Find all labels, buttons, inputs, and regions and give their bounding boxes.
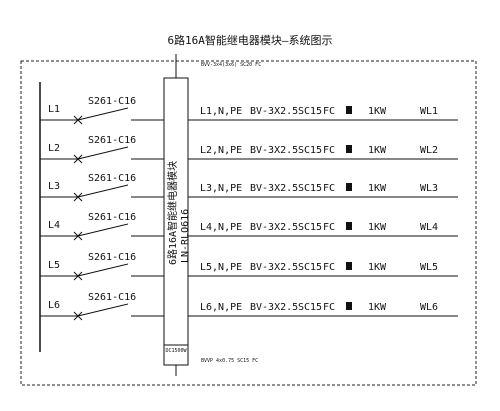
- conductor-label: L4,N,PE: [200, 222, 242, 233]
- breaker-blade: [77, 263, 129, 277]
- laying-label: FC: [323, 106, 335, 117]
- breaker-label: S261-C16: [88, 292, 136, 303]
- conductor-label: L1,N,PE: [200, 106, 242, 117]
- incoming-feeder-label: BVV-3x4(3x6) SC20 FC: [201, 62, 261, 68]
- lamp-symbol: [346, 183, 352, 191]
- power-label: 1KW: [368, 302, 387, 313]
- line-label: L1: [48, 104, 60, 115]
- laying-label: FC: [323, 145, 335, 156]
- power-label: 1KW: [368, 145, 387, 156]
- conductor-label: L3,N,PE: [200, 183, 242, 194]
- line-label: L3: [48, 181, 60, 192]
- conduit-label: SC15: [298, 106, 322, 117]
- breaker-blade: [77, 184, 129, 198]
- cable-label: BV-3X2.5: [250, 262, 298, 273]
- bottom-cable-label: BVVP 4x0.75 SC15 FC: [201, 358, 258, 364]
- laying-label: FC: [323, 222, 335, 233]
- breaker-label: S261-C16: [88, 173, 136, 184]
- breaker-blade: [77, 146, 129, 160]
- relay-module-footer: DC1500W: [165, 348, 187, 354]
- cable-label: BV-3X2.5: [250, 106, 298, 117]
- cable-label: BV-3X2.5: [250, 302, 298, 313]
- laying-label: FC: [323, 302, 335, 313]
- cable-label: BV-3X2.5: [250, 145, 298, 156]
- breaker-blade: [77, 303, 129, 317]
- relay-module-model: LN-RLO616: [180, 209, 191, 263]
- line-label: L6: [48, 300, 60, 311]
- diagram-title: 6路16A智能继电器模块—系统图示: [167, 33, 332, 47]
- cable-label: BV-3X2.5: [250, 183, 298, 194]
- conduit-label: SC15: [298, 145, 322, 156]
- conduit-label: SC15: [298, 222, 322, 233]
- lamp-symbol: [346, 106, 352, 114]
- lamp-symbol: [346, 145, 352, 153]
- breaker-label: S261-C16: [88, 96, 136, 107]
- power-label: 1KW: [368, 106, 387, 117]
- breaker-blade: [77, 107, 129, 121]
- circuit-label: WL4: [420, 222, 438, 233]
- circuit-label: WL6: [420, 302, 438, 313]
- circuit-label: WL3: [420, 183, 438, 194]
- power-label: 1KW: [368, 183, 387, 194]
- line-label: L5: [48, 260, 60, 271]
- conduit-label: SC15: [298, 262, 322, 273]
- conductor-label: L5,N,PE: [200, 262, 242, 273]
- lamp-symbol: [346, 262, 352, 270]
- circuit-label: WL1: [420, 106, 438, 117]
- laying-label: FC: [323, 183, 335, 194]
- laying-label: FC: [323, 262, 335, 273]
- lamp-symbol: [346, 302, 352, 310]
- circuit-label: WL2: [420, 145, 438, 156]
- conductor-label: L6,N,PE: [200, 302, 242, 313]
- conduit-label: SC15: [298, 183, 322, 194]
- line-label: L4: [48, 220, 60, 231]
- power-label: 1KW: [368, 262, 387, 273]
- conductor-label: L2,N,PE: [200, 145, 242, 156]
- power-label: 1KW: [368, 222, 387, 233]
- cable-label: BV-3X2.5: [250, 222, 298, 233]
- relay-module-box: [163, 77, 189, 366]
- circuit-label: WL5: [420, 262, 438, 273]
- breaker-label: S261-C16: [88, 212, 136, 223]
- lamp-symbol: [346, 222, 352, 230]
- dashed-enclosure: [20, 60, 477, 386]
- relay-module-name: 6路16A智能继电器模块: [166, 161, 179, 265]
- breaker-label: S261-C16: [88, 252, 136, 263]
- line-label: L2: [48, 143, 60, 154]
- breaker-label: S261-C16: [88, 135, 136, 146]
- conduit-label: SC15: [298, 302, 322, 313]
- breaker-blade: [77, 223, 129, 237]
